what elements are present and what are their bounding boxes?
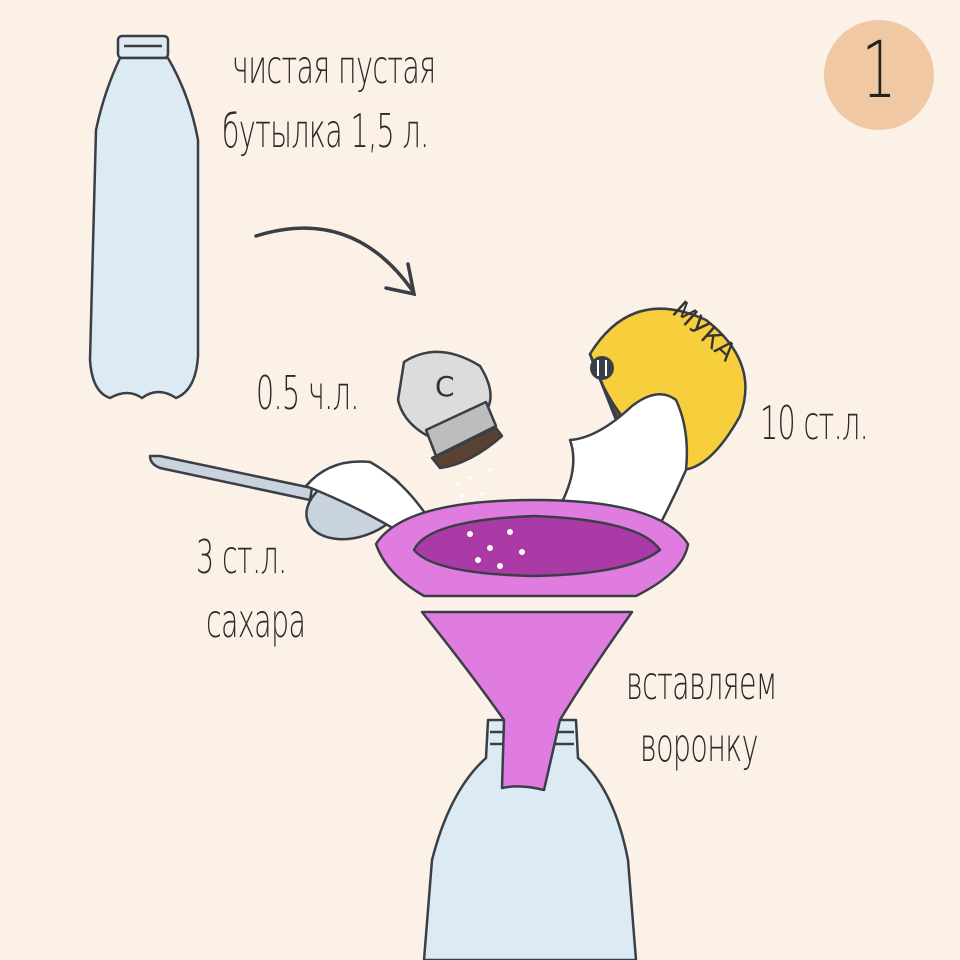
arrow-icon — [254, 226, 417, 297]
flour-amount-label: 10 ст.л. — [760, 396, 869, 450]
fork-knife-icon — [590, 356, 614, 380]
salt-amount-label: 0.5 ч.л. — [256, 366, 359, 420]
funnel-label-line1: вставляем — [626, 656, 777, 710]
sugar-grains — [467, 529, 525, 569]
funnel — [374, 498, 690, 792]
salt-shaker — [396, 350, 504, 470]
shaker-label: С — [435, 370, 455, 403]
step-number: 1 — [861, 26, 897, 116]
sugar-amount-label: 3 ст.л. — [196, 530, 287, 584]
bottle-label-line1: чистая пустая — [232, 40, 436, 94]
step-badge: 1 — [824, 20, 934, 130]
empty-bottle — [88, 34, 200, 400]
funnel-label-line2: воронку — [640, 718, 758, 772]
sugar-name-label: сахара — [206, 594, 306, 648]
bottle-label-line2: бутылка 1,5 л. — [222, 104, 429, 158]
